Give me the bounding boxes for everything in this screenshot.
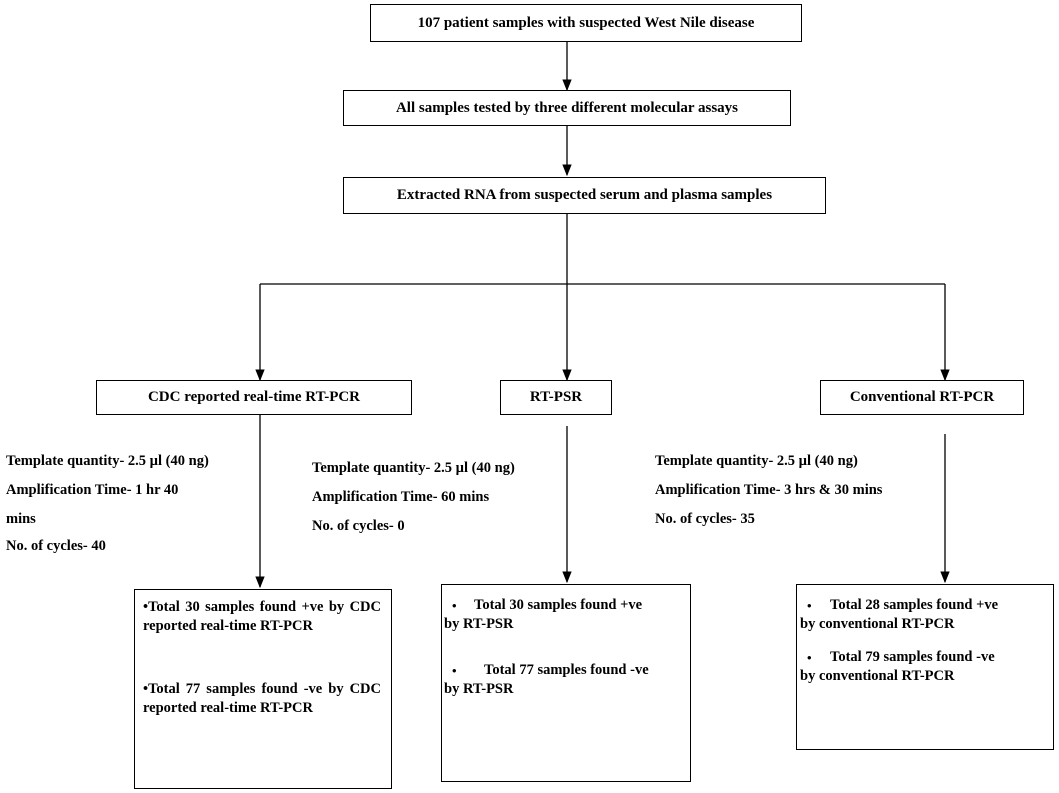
left-branch-title-text: CDC reported real-time RT-PCR bbox=[147, 389, 361, 405]
bullet-icon: • bbox=[143, 681, 149, 697]
middle-result-negative: Total 77 samples found -ve by RT-PSR bbox=[444, 661, 649, 699]
right-result-negative-line2: by conventional RT-PCR bbox=[800, 668, 955, 684]
right-branch-title: Conventional RT-PCR bbox=[820, 380, 1024, 415]
middle-result-negative-line2: by RT-PSR bbox=[444, 681, 514, 697]
left-result-negative: •Total 77 samples found -ve by CDC repor… bbox=[143, 680, 381, 718]
middle-branch-title: RT-PSR bbox=[500, 380, 612, 415]
left-amplification-time-cont: mins bbox=[6, 511, 36, 527]
middle-result-positive-line1: Total 30 samples found +ve bbox=[474, 597, 643, 613]
left-result-negative-text: Total 77 samples found -ve by CDC report… bbox=[143, 681, 381, 716]
left-branch-title: CDC reported real-time RT-PCR bbox=[96, 380, 412, 415]
step2-box: All samples tested by three different mo… bbox=[343, 90, 791, 126]
right-result-positive: Total 28 samples found +ve by convention… bbox=[800, 596, 999, 634]
middle-branch-title-text: RT-PSR bbox=[529, 389, 583, 405]
right-result-negative: Total 79 samples found -ve by convention… bbox=[800, 648, 995, 686]
left-result-positive-text: Total 30 samples found +ve by CDC report… bbox=[143, 599, 381, 634]
middle-params: Template quantity- 2.5 µl (40 ng) Amplif… bbox=[312, 459, 515, 546]
bullet-icon: • bbox=[143, 599, 149, 615]
left-params: Template quantity- 2.5 µl (40 ng) Amplif… bbox=[6, 452, 209, 566]
right-result-positive-line2: by conventional RT-PCR bbox=[800, 616, 955, 632]
middle-result-negative-line1: Total 77 samples found -ve bbox=[484, 662, 649, 678]
left-cycles: No. of cycles- 40 bbox=[6, 538, 106, 554]
right-results-box: • Total 28 samples found +ve by conventi… bbox=[796, 584, 1054, 750]
middle-cycles: No. of cycles- 0 bbox=[312, 518, 405, 534]
right-cycles: No. of cycles- 35 bbox=[655, 511, 755, 527]
left-amplification-time: Amplification Time- 1 hr 40 bbox=[6, 482, 179, 498]
bullet-icon: • bbox=[452, 663, 457, 678]
right-branch-title-text: Conventional RT-PCR bbox=[849, 389, 995, 405]
right-template-quantity: Template quantity- 2.5 µl (40 ng) bbox=[655, 453, 858, 469]
middle-result-positive: Total 30 samples found +ve by RT-PSR bbox=[444, 596, 643, 634]
left-results-box: •Total 30 samples found +ve by CDC repor… bbox=[134, 589, 392, 789]
right-result-negative-line1: Total 79 samples found -ve bbox=[830, 649, 995, 665]
right-amplification-time: Amplification Time- 3 hrs & 30 mins bbox=[655, 482, 883, 498]
step3-box: Extracted RNA from suspected serum and p… bbox=[343, 177, 826, 214]
bullet-icon: • bbox=[452, 598, 457, 613]
right-result-positive-line1: Total 28 samples found +ve bbox=[830, 597, 999, 613]
middle-amplification-time: Amplification Time- 60 mins bbox=[312, 489, 490, 505]
middle-result-positive-line2: by RT-PSR bbox=[444, 616, 514, 632]
middle-template-quantity: Template quantity- 2.5 µl (40 ng) bbox=[312, 460, 515, 476]
right-params: Template quantity- 2.5 µl (40 ng) Amplif… bbox=[655, 452, 882, 539]
step1-box: 107 patient samples with suspected West … bbox=[370, 4, 802, 42]
step2-text: All samples tested by three different mo… bbox=[395, 99, 739, 116]
bullet-icon: • bbox=[807, 650, 812, 665]
middle-results-box: • Total 30 samples found +ve by RT-PSR •… bbox=[441, 584, 691, 782]
step1-text: 107 patient samples with suspected West … bbox=[417, 14, 755, 31]
step3-text: Extracted RNA from suspected serum and p… bbox=[396, 187, 773, 203]
left-template-quantity: Template quantity- 2.5 µl (40 ng) bbox=[6, 453, 209, 469]
bullet-icon: • bbox=[807, 598, 812, 613]
left-result-positive: •Total 30 samples found +ve by CDC repor… bbox=[143, 598, 381, 636]
